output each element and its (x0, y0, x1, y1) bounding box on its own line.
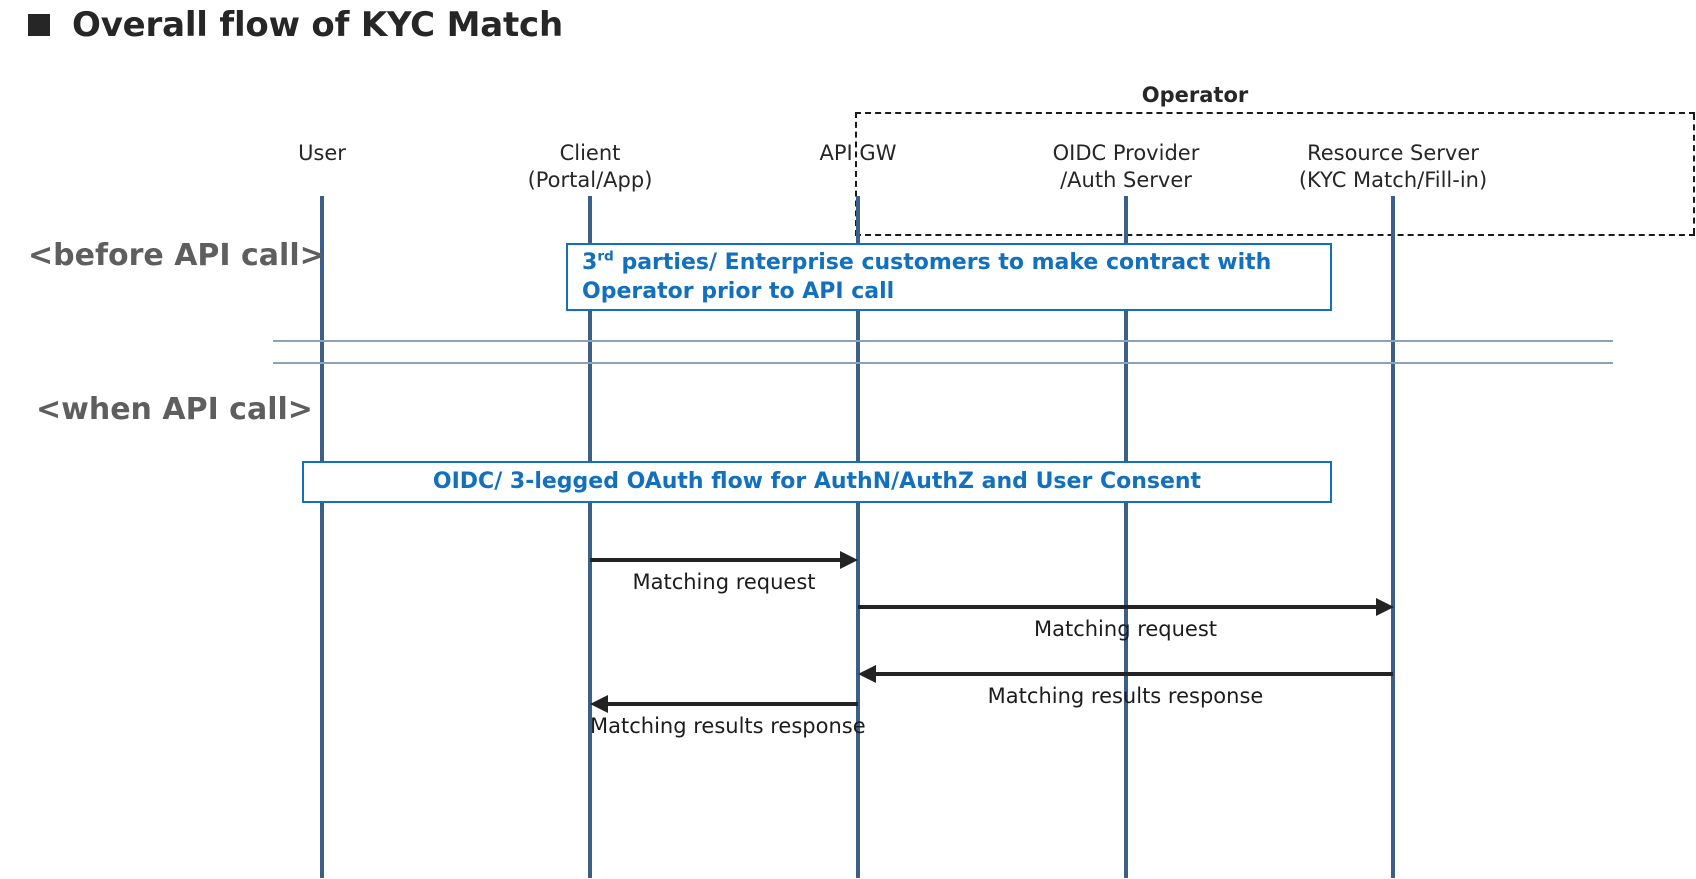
lifeline-resource-server (1391, 196, 1395, 878)
message-label-3: Matching results response (987, 684, 1264, 708)
square-bullet-icon (28, 14, 50, 36)
message-label-2: Matching request (1033, 617, 1218, 641)
lane-header-api-gw: API GW (758, 140, 958, 167)
message-arrowhead-2 (1376, 598, 1394, 616)
section-divider-bottom (273, 362, 1613, 364)
lane-header-client-line2: (Portal/App) (527, 167, 653, 192)
message-arrow-line-1 (590, 558, 840, 562)
lane-header-resource-server: Resource Server (KYC Match/Fill-in) (1273, 140, 1513, 194)
lane-header-oidc-provider-line1: OIDC Provider (1052, 141, 1200, 165)
note-contract-line1-pre: 3 (582, 249, 598, 275)
lane-header-resource-server-line1: Resource Server (1307, 141, 1479, 165)
note-contract-line2: Operator prior to API call (582, 279, 895, 304)
note-contract-line1-post: parties/ Enterprise customers to make co… (613, 249, 1272, 275)
message-arrow-line-3 (876, 672, 1393, 676)
operator-group-label: Operator (1141, 83, 1249, 107)
lane-header-api-gw-line1: API GW (819, 141, 897, 165)
phase-label-before-api-call: <before API call> (28, 238, 325, 273)
message-arrowhead-1 (840, 551, 858, 569)
lane-header-user: User (222, 140, 422, 167)
note-contract: 3rd parties/ Enterprise customers to mak… (566, 243, 1332, 311)
section-divider-top (273, 340, 1613, 342)
page-title-text: Overall flow of KYC Match (72, 5, 563, 45)
message-label-1: Matching request (632, 570, 816, 594)
message-arrow-line-2 (858, 605, 1376, 609)
message-label-4: Matching results response (590, 714, 866, 738)
lifeline-client (588, 196, 592, 878)
lifeline-api-gw (856, 196, 860, 878)
lane-header-oidc-provider: OIDC Provider /Auth Server (1016, 140, 1236, 194)
message-arrow-line-4 (608, 702, 858, 706)
message-arrowhead-4 (590, 695, 608, 713)
note-contract-text: 3rd parties/ Enterprise customers to mak… (582, 248, 1271, 306)
lifeline-user (320, 196, 324, 878)
note-oidc-flow: OIDC/ 3-legged OAuth flow for AuthN/Auth… (302, 461, 1332, 503)
operator-group-box (855, 112, 1695, 236)
lane-header-client: Client (Portal/App) (490, 140, 690, 194)
note-contract-line1-sup: rd (597, 248, 614, 265)
lane-header-client-line1: Client (559, 141, 621, 165)
lane-header-oidc-provider-line2: /Auth Server (1060, 167, 1192, 192)
message-arrowhead-3 (858, 665, 876, 683)
lane-header-user-line1: User (298, 141, 346, 165)
page-title: Overall flow of KYC Match (28, 8, 563, 42)
lifeline-oidc-provider (1124, 196, 1128, 878)
lane-header-resource-server-line2: (KYC Match/Fill-in) (1298, 167, 1488, 192)
note-oidc-flow-text: OIDC/ 3-legged OAuth flow for AuthN/Auth… (432, 469, 1202, 495)
phase-label-when-api-call: <when API call> (36, 392, 313, 427)
